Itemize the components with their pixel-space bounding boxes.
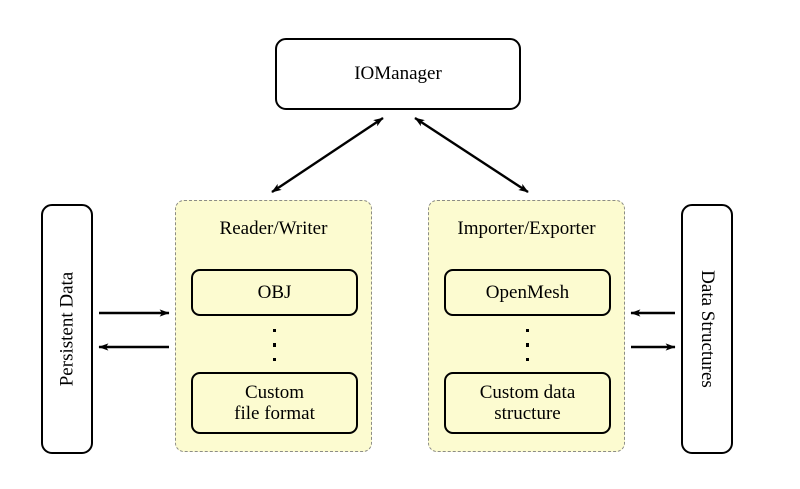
group-importer-exporter[interactable]: Importer/Exporter OpenMesh Custom data s… <box>428 200 625 452</box>
ellipsis-icon-reader-writer <box>176 329 373 361</box>
node-iomanager-label: IOManager <box>354 63 442 84</box>
item-obj[interactable]: OBJ <box>191 269 358 316</box>
arrow-importerexporter-iomanager <box>414 116 529 194</box>
node-persistent-data-label: Persistent Data <box>56 271 78 387</box>
item-custom-file-format-label: Custom file format <box>234 381 315 424</box>
ellipsis-icon-importer-exporter <box>429 329 626 361</box>
item-openmesh-label: OpenMesh <box>485 281 570 303</box>
node-data-structures-inner: Data Structures <box>683 206 731 452</box>
node-data-structures-label: Data Structures <box>697 270 718 388</box>
item-custom-data-structure-label: Custom data structure <box>479 381 576 424</box>
item-custom-data-structure[interactable]: Custom data structure <box>444 372 611 434</box>
item-obj-label: OBJ <box>257 281 292 303</box>
item-custom-file-format[interactable]: Custom file format <box>191 372 358 434</box>
group-importer-exporter-title: Importer/Exporter <box>457 218 596 239</box>
group-reader-writer-title: Reader/Writer <box>219 218 328 239</box>
group-reader-writer[interactable]: Reader/Writer OBJ Custom file format <box>175 200 372 452</box>
item-openmesh[interactable]: OpenMesh <box>444 269 611 316</box>
arrow-readerwriter-iomanager <box>271 117 384 193</box>
node-persistent-data[interactable]: Persistent Data <box>41 204 93 454</box>
node-iomanager[interactable]: IOManager <box>275 38 521 110</box>
node-persistent-data-inner: Persistent Data <box>43 206 91 452</box>
node-data-structures[interactable]: Data Structures <box>681 204 733 454</box>
